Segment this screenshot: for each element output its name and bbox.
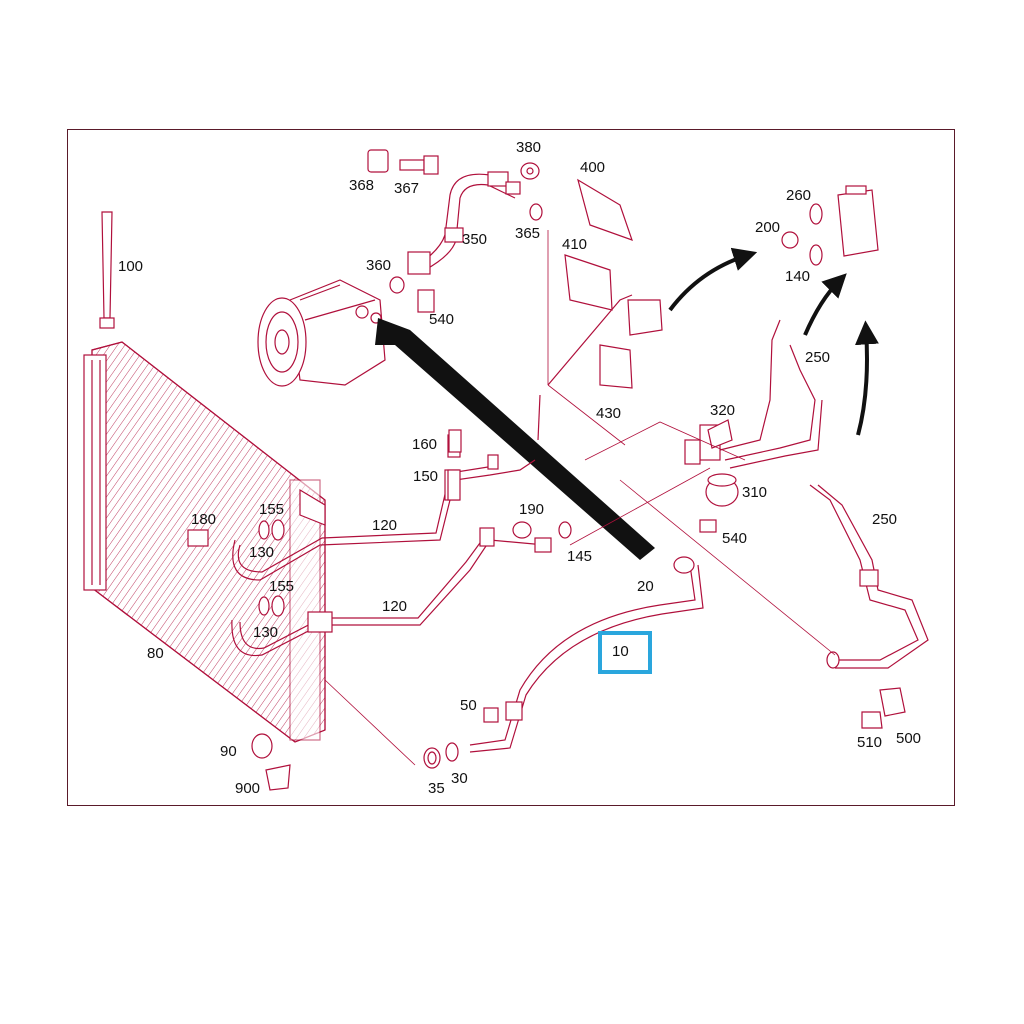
callout-430[interactable]: 430 [596, 405, 622, 422]
callout-10[interactable]: 10 [612, 643, 629, 660]
callout-120-lower[interactable]: 120 [382, 598, 408, 615]
callout-350[interactable]: 350 [462, 231, 488, 248]
left-seals [187, 488, 326, 617]
callout-190[interactable]: 190 [519, 501, 545, 518]
callout-367[interactable]: 367 [394, 180, 420, 197]
callout-35[interactable]: 35 [428, 780, 445, 797]
hose-250-lower-part [809, 484, 929, 669]
bracket-400-part [537, 178, 663, 441]
compressor-part [257, 279, 386, 387]
callout-100[interactable]: 100 [118, 258, 144, 275]
callout-410[interactable]: 410 [562, 236, 588, 253]
diagram-frame [67, 129, 955, 806]
callout-200[interactable]: 200 [755, 219, 781, 236]
hose-350-part [407, 171, 521, 275]
callout-130-lower[interactable]: 130 [253, 624, 279, 641]
callout-400[interactable]: 400 [580, 159, 606, 176]
callout-150[interactable]: 150 [413, 468, 439, 485]
hose-10-part [469, 556, 704, 753]
expansion-valve-part [781, 185, 879, 266]
direction-arrows [375, 247, 879, 560]
callout-50[interactable]: 50 [460, 697, 477, 714]
callout-90[interactable]: 90 [220, 743, 237, 760]
callout-380[interactable]: 380 [516, 139, 542, 156]
callout-250-lower[interactable]: 250 [872, 511, 898, 528]
callout-145[interactable]: 145 [567, 548, 593, 565]
callout-365[interactable]: 365 [515, 225, 541, 242]
callout-155-lower[interactable]: 155 [269, 578, 295, 595]
leader-lines [324, 230, 836, 766]
callout-120-upper[interactable]: 120 [372, 517, 398, 534]
callout-30[interactable]: 30 [451, 770, 468, 787]
callout-180[interactable]: 180 [191, 511, 217, 528]
bottom-left-fittings [251, 733, 291, 791]
callout-500[interactable]: 500 [896, 730, 922, 747]
hose-250-upper-part [684, 319, 823, 469]
callout-320[interactable]: 320 [710, 402, 736, 419]
callout-80[interactable]: 80 [147, 645, 164, 662]
bracket-500-part [861, 687, 906, 729]
line-120-lower-part [231, 527, 552, 657]
callout-368[interactable]: 368 [349, 177, 375, 194]
bottom-seals [423, 707, 499, 769]
callout-510[interactable]: 510 [857, 734, 883, 751]
callout-140[interactable]: 140 [785, 268, 811, 285]
callout-130-upper[interactable]: 130 [249, 544, 275, 561]
callout-155-upper[interactable]: 155 [259, 501, 285, 518]
callout-20[interactable]: 20 [637, 578, 654, 595]
small-fittings [367, 149, 543, 313]
misc-fittings [447, 419, 739, 539]
callout-540-upper[interactable]: 540 [429, 311, 455, 328]
callout-160[interactable]: 160 [412, 436, 438, 453]
callout-360[interactable]: 360 [366, 257, 392, 274]
callout-260[interactable]: 260 [786, 187, 812, 204]
highlight-box-part-10 [598, 631, 652, 674]
callout-540-lower[interactable]: 540 [722, 530, 748, 547]
callout-250-upper[interactable]: 250 [805, 349, 831, 366]
callout-900[interactable]: 900 [235, 780, 261, 797]
callout-310[interactable]: 310 [742, 484, 768, 501]
drying-rod-part [99, 211, 115, 329]
